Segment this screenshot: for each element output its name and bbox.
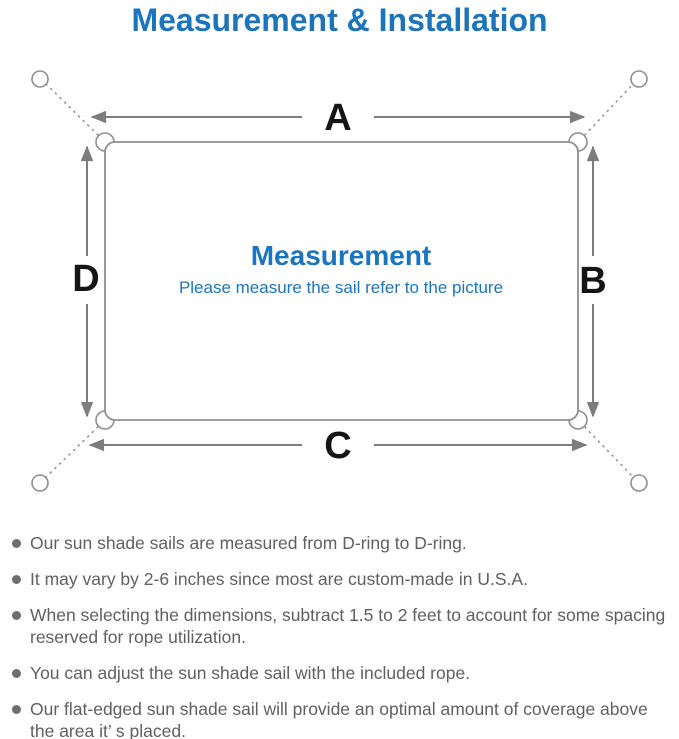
note-item: It may vary by 2-6 inches since most are… <box>12 568 675 590</box>
notes-list: Our sun shade sails are measured from D-… <box>12 524 675 739</box>
rope-dash-top-right <box>579 79 638 141</box>
note-text: When selecting the dimensions, subtract … <box>30 605 666 648</box>
anchor-point-bottom-left <box>31 474 49 492</box>
note-item: Our flat-edged sun shade sail will provi… <box>12 698 675 739</box>
note-item: When selecting the dimensions, subtract … <box>12 604 675 648</box>
note-item: You can adjust the sun shade sail with t… <box>12 662 675 684</box>
dimension-label-c: C <box>324 425 351 467</box>
center-subheading: Please measure the sail refer to the pic… <box>179 278 503 297</box>
rope-dash-bottom-right <box>579 421 638 482</box>
rope-dash-bottom-left <box>41 421 104 482</box>
anchor-point-top-left <box>31 70 49 88</box>
bullet-icon <box>12 611 21 621</box>
measurement-diagram: A C D B Measurement Please measure the s… <box>31 70 648 492</box>
dimension-label-d: D <box>72 258 99 300</box>
note-text: It may vary by 2-6 inches since most are… <box>30 569 528 590</box>
bullet-icon <box>12 575 21 585</box>
sail-rectangle <box>104 141 579 421</box>
bullet-icon <box>12 539 21 548</box>
bullet-icon <box>12 669 21 679</box>
rope-dash-top-left <box>41 79 104 141</box>
note-item: Our sun shade sails are measured from D-… <box>12 532 675 554</box>
note-text: You can adjust the sun shade sail with t… <box>30 663 471 684</box>
dimension-label-b: B <box>579 260 606 302</box>
dimension-label-a: A <box>324 97 351 139</box>
anchor-point-bottom-right <box>630 474 648 492</box>
page-title: Measurement & Installation <box>131 2 548 38</box>
bullet-icon <box>12 705 21 715</box>
note-text: Our flat-edged sun shade sail will provi… <box>30 699 648 739</box>
note-text: Our sun shade sails are measured from D-… <box>30 533 467 553</box>
center-heading: Measurement <box>251 240 432 271</box>
anchor-point-top-right <box>630 70 648 88</box>
